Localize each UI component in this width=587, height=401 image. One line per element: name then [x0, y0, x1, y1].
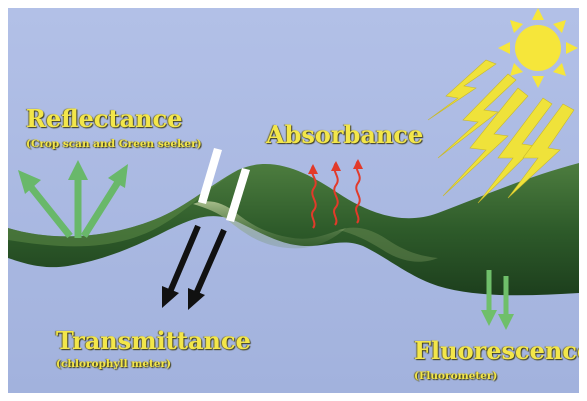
transmittance-label: Transmittance: [56, 326, 251, 355]
diagram-frame: Reflectance (Crop scan and Green seeker)…: [8, 8, 579, 393]
transmittance-sublabel: (chlorophyll meter): [56, 358, 171, 370]
fluorescence-sublabel: (Fluorometer): [414, 370, 497, 382]
fluorescence-label: Fluorescence: [414, 336, 579, 365]
absorbance-label: Absorbance: [266, 120, 423, 149]
reflectance-sublabel: (Crop scan and Green seeker): [26, 138, 202, 150]
reflectance-label: Reflectance: [26, 104, 183, 133]
